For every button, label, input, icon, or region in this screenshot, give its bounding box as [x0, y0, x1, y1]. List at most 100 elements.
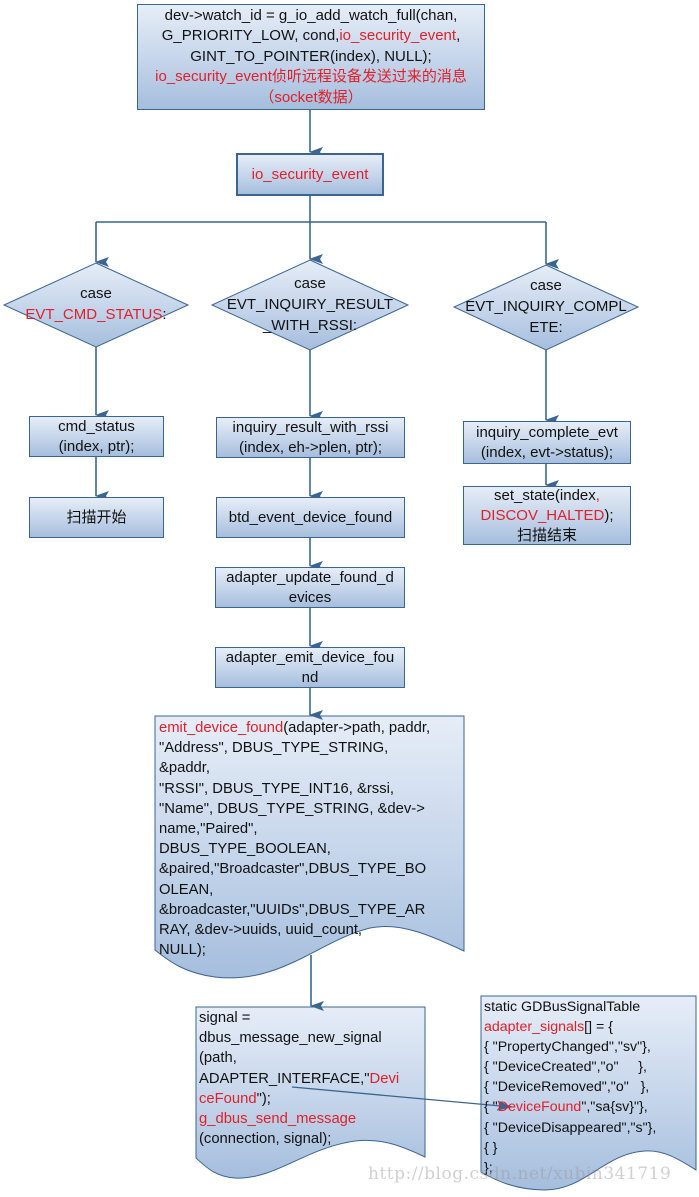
node-inquiry-complete-evt: inquiry_complete_evt(index, evt->status)…	[463, 421, 631, 464]
text-segment: [] = {	[584, 1019, 613, 1036]
text-line: { "DeviceDisappeared","s"},	[484, 1118, 694, 1138]
highlighted-text: io_security_event侦听远程设备发送过来的消息	[155, 68, 467, 86]
text-line: (path,	[199, 1048, 423, 1068]
text-line: EVT_INQUIRY_RESULT	[227, 294, 393, 315]
text-line: EVT_CMD_STATUS:	[25, 304, 166, 325]
text-line: GINT_TO_POINTER(index), NULL);	[190, 47, 431, 68]
text-line: _WITH_RSSI:	[263, 315, 357, 336]
text-line: nd	[302, 668, 319, 688]
text-segment: };	[484, 1159, 493, 1176]
text-segment: evices	[288, 588, 332, 606]
text-line: inquiry_result_with_rssi	[233, 418, 389, 438]
node-btd-event-device-found: btd_event_device_found	[216, 497, 405, 538]
text-segment: G_PRIORITY_LOW, cond,	[161, 27, 340, 45]
text-segment: { "PropertyChanged","sv"},	[484, 1039, 651, 1056]
text-segment: EVT_INQUIRY_RESULT	[226, 296, 394, 313]
text-line: OLEAN,	[159, 880, 461, 900]
highlighted-text: g_dbus_send_message	[199, 1111, 357, 1128]
text-segment: signal =	[199, 1010, 251, 1026]
text-line: adapter_emit_device_fou	[226, 648, 394, 668]
text-segment: { "DeviceDisappeared","s"},	[484, 1119, 657, 1136]
text-line: （socket数据）	[259, 88, 362, 109]
text-segment: &broadcaster,"UUIDs",DBUS_TYPE_AR	[159, 901, 426, 918]
text-segment: set_state(index	[494, 486, 596, 504]
highlighted-text: ceFound	[199, 1090, 257, 1107]
text-line: { }	[484, 1138, 694, 1158]
text-segment: { "DeviceRemoved","o" },	[484, 1079, 650, 1096]
text-line: set_state(index,	[494, 486, 600, 506]
text-line: adapter_signals[] = {	[484, 1017, 694, 1037]
text-segment: GINT_TO_POINTER(index), NULL);	[190, 47, 432, 65]
text-line: &paired,"Broadcaster",DBUS_TYPE_BO	[159, 859, 461, 879]
highlighted-text: EVT_CMD_STATUS	[25, 306, 163, 323]
text-line: case	[80, 283, 112, 304]
text-segment: (path,	[199, 1050, 237, 1067]
text-segment: cmd_status	[58, 417, 135, 435]
text-segment: case	[294, 275, 326, 292]
text-line: { "DeviceFound","sa{sv}"},	[484, 1097, 694, 1117]
text-segment: nd	[301, 668, 319, 686]
text-line: EVT_INQUIRY_COMPL	[465, 296, 626, 317]
text-line: 扫描结束	[517, 526, 577, 546]
node-scan-start: 扫描开始	[29, 497, 164, 538]
text-line: emit_device_found(adapter->path, paddr,	[159, 718, 461, 738]
node-set-state: set_state(index,DISCOV_HALTED);扫描结束	[463, 486, 631, 545]
text-segment: :	[162, 306, 167, 323]
node-watch-setup: dev->watch_id = g_io_add_watch_full(chan…	[137, 4, 485, 110]
text-segment: 扫描开始	[66, 508, 127, 526]
text-segment: (index, ptr);	[58, 437, 135, 455]
text-line: 扫描开始	[66, 508, 126, 528]
highlighted-text: adapter_signals	[484, 1019, 585, 1036]
text-segment: 扫描结束	[516, 526, 577, 544]
text-segment: case	[530, 277, 562, 294]
text-segment: ","sa{sv}"},	[581, 1099, 648, 1116]
text-segment: dev->watch_id = g_io_add_watch_full(chan…	[164, 6, 458, 24]
text-line: };	[484, 1158, 694, 1178]
text-line: dbus_message_new_signal	[199, 1028, 423, 1048]
text-line: DISCOV_HALTED);	[480, 506, 613, 526]
text-segment: inquiry_result_with_rssi	[232, 418, 389, 436]
highlighted-text: ,	[595, 486, 600, 504]
text-segment: ADAPTER_INTERFACE,"	[199, 1070, 370, 1087]
text-segment: (connection, signal);	[199, 1131, 332, 1148]
text-segment: case	[80, 285, 112, 302]
highlighted-text: io_security_event	[339, 27, 457, 45]
text-segment: name,"Paired",	[159, 821, 258, 838]
text-line: "Address", DBUS_TYPE_STRING,	[159, 738, 461, 758]
node-io-security-event: io_security_event	[236, 153, 384, 196]
text-line: "RSSI", DBUS_TYPE_INT16, &rssi,	[159, 779, 461, 799]
text-line: evices	[289, 588, 332, 608]
text-line: inquiry_complete_evt	[476, 423, 618, 443]
node-signal-new: signal = dbus_message_new_signal (path, ADA…	[199, 1008, 423, 1149]
text-segment: ");	[256, 1090, 271, 1107]
text-line: (index, eh->plen, ptr);	[239, 438, 382, 458]
text-line: { "DeviceRemoved","o" },	[484, 1077, 694, 1097]
highlighted-text: （socket数据）	[259, 88, 363, 106]
text-segment: { "DeviceCreated","o" },	[484, 1059, 647, 1076]
text-segment: ,	[456, 27, 461, 45]
text-line: RAY, &dev->uuids, uuid_count,	[159, 920, 461, 940]
text-line: (index, evt->status);	[481, 443, 613, 463]
text-line: { "DeviceCreated","o" },	[484, 1057, 694, 1077]
text-line: name,"Paired",	[159, 819, 461, 839]
text-line: signal =	[199, 1008, 423, 1028]
highlighted-text: DeviceFound	[497, 1099, 582, 1116]
text-line: g_dbus_send_message	[199, 1109, 423, 1129]
text-segment: (adapter->path, paddr,	[283, 720, 431, 736]
highlighted-text: DISCOV_HALTED	[480, 506, 605, 524]
watermark: http://blog.csdn.net/xubin341719	[368, 1164, 672, 1184]
text-line: (connection, signal);	[199, 1129, 423, 1149]
highlighted-text: emit_device_found	[159, 720, 284, 736]
text-segment: &paddr,	[159, 760, 211, 777]
text-segment: DBUS_TYPE_BOOLEAN,	[159, 841, 331, 858]
text-segment: dbus_message_new_signal	[199, 1030, 382, 1047]
text-segment: { "	[484, 1099, 498, 1116]
text-line: "Name", DBUS_TYPE_STRING, &dev->	[159, 799, 461, 819]
text-segment: NULL);	[159, 942, 206, 959]
edge-signal-to-signal-table	[291, 1086, 513, 1111]
text-segment: EVT_INQUIRY_COMPL	[465, 298, 627, 315]
text-segment: (index, evt->status);	[480, 443, 614, 461]
